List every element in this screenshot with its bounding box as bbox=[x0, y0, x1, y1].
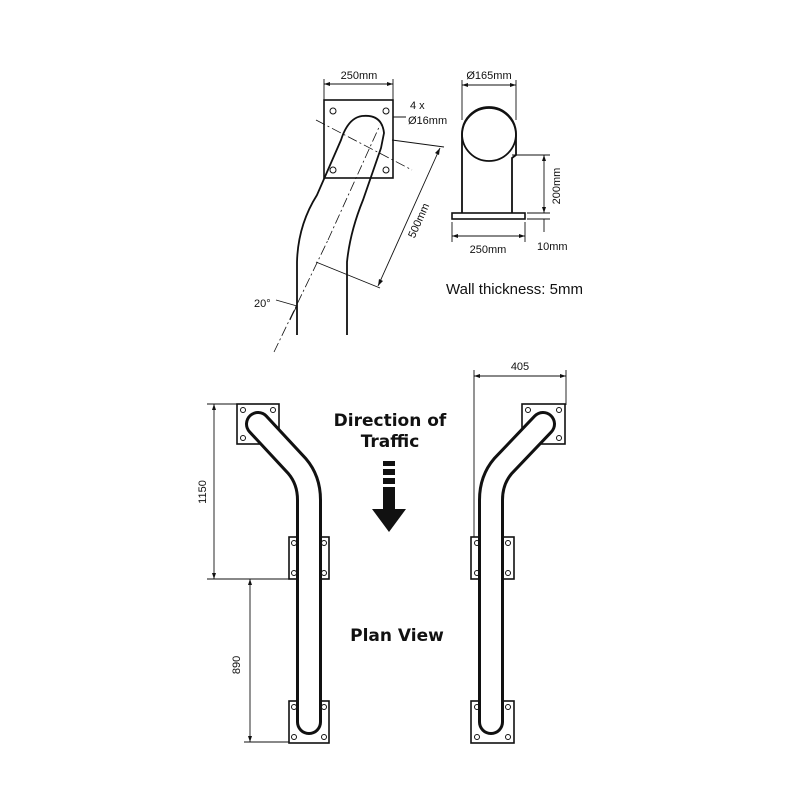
side-plate-width-label: 250mm bbox=[341, 70, 378, 82]
upper-length-label: 1150 bbox=[197, 480, 209, 504]
side-length-label: 500mm bbox=[406, 202, 432, 240]
angle-label: 20° bbox=[254, 298, 271, 310]
wall-thickness-label: Wall thickness: 5mm bbox=[446, 281, 583, 298]
traffic-label-line2: Traffic bbox=[361, 432, 420, 452]
bolt-hole bbox=[329, 107, 337, 115]
end-height-label: 200mm bbox=[551, 168, 563, 205]
end-view-base-plate bbox=[451, 212, 526, 220]
plan-view-left: 1150 890 bbox=[197, 403, 330, 744]
offset-label: 405 bbox=[511, 361, 529, 373]
side-view: 250mm 4 x Ø16mm 500mm 20° bbox=[254, 70, 447, 353]
end-base-width-label: 250mm bbox=[470, 244, 507, 256]
end-diameter-label: Ø165mm bbox=[466, 70, 511, 82]
traffic-label-line1: Direction of bbox=[334, 411, 447, 431]
bolt-hole bbox=[329, 166, 337, 174]
holes-diameter-label: Ø16mm bbox=[408, 115, 447, 127]
holes-count-label: 4 x bbox=[410, 100, 425, 112]
angled-pipe bbox=[296, 114, 385, 335]
lower-length-label: 890 bbox=[231, 656, 243, 674]
bolt-hole bbox=[382, 107, 390, 115]
end-base-thickness-label: 10mm bbox=[537, 241, 568, 253]
bolt-hole bbox=[382, 166, 390, 174]
traffic-arrow-icon bbox=[372, 461, 406, 532]
plan-view-label: Plan View bbox=[350, 626, 444, 646]
pipe-opening bbox=[461, 106, 517, 162]
plan-view-right: 405 bbox=[470, 361, 567, 744]
end-view: Ø165mm 200mm 10mm 250mm bbox=[451, 70, 568, 256]
